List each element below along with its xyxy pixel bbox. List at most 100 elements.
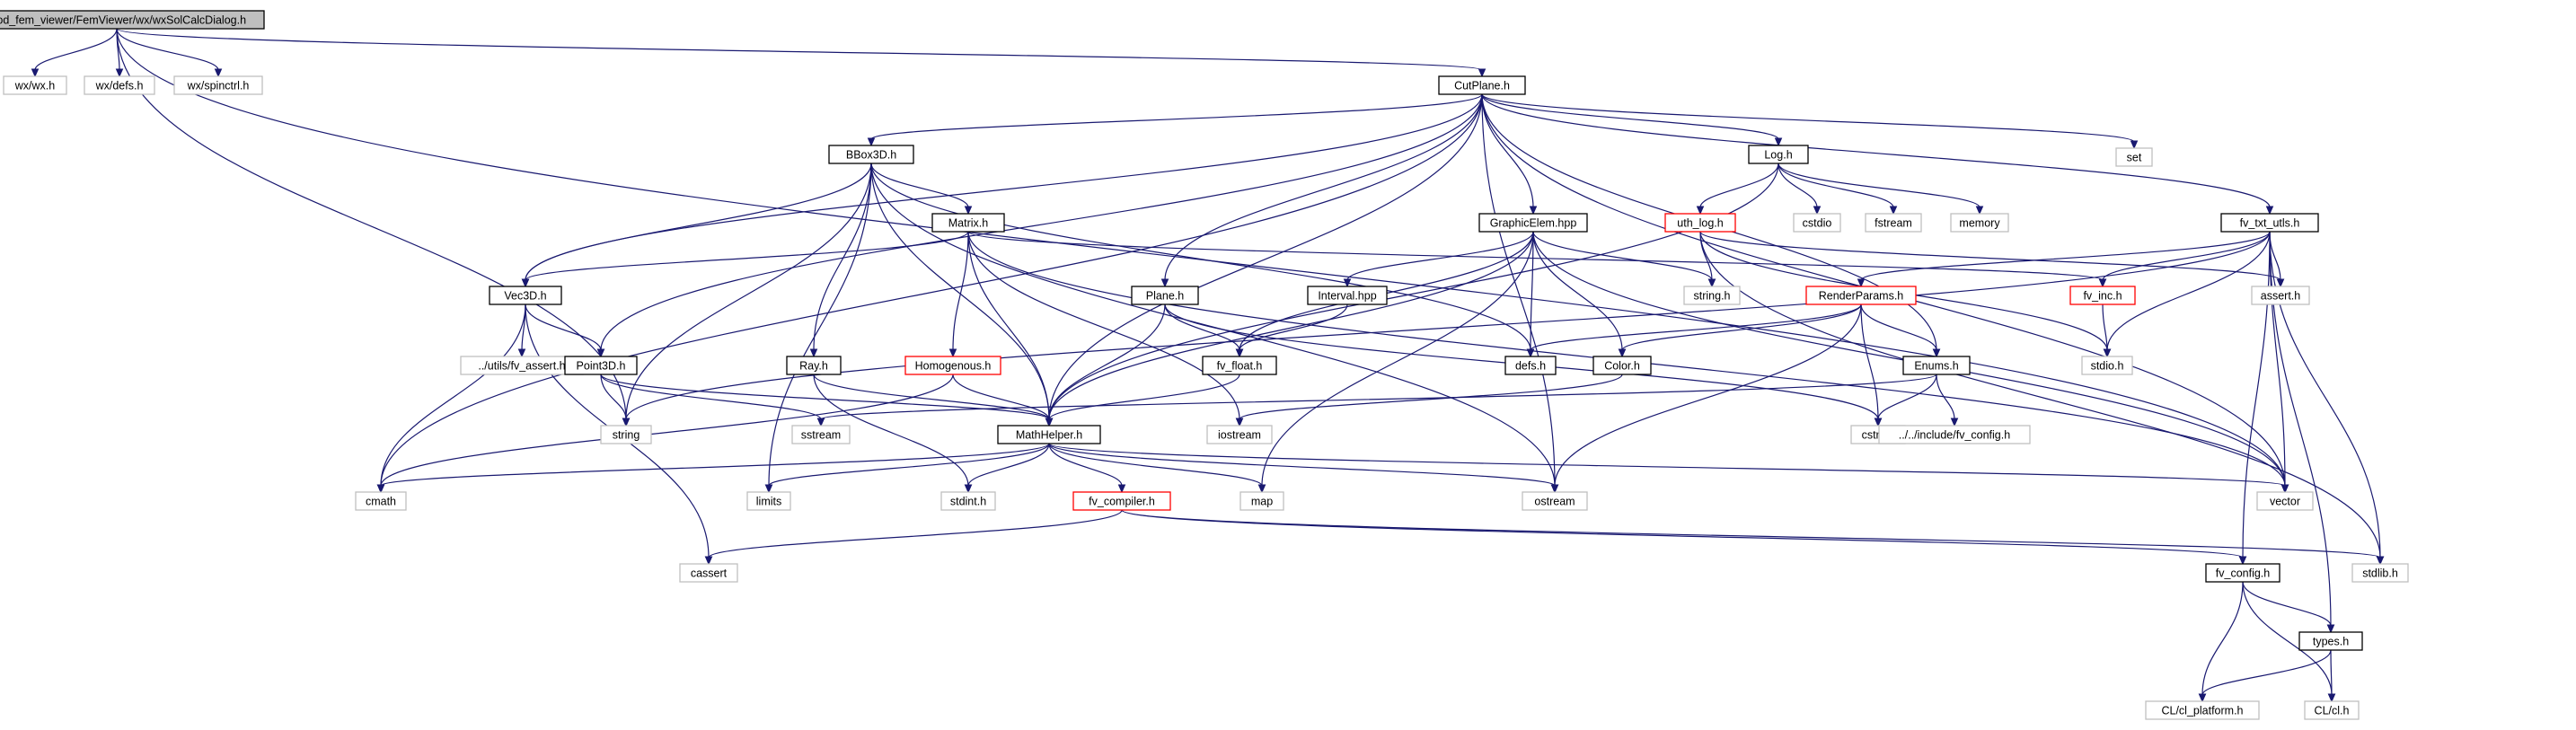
edge-bbox-to-ray bbox=[809, 163, 872, 358]
edge-cutplane-to-log bbox=[1481, 93, 1783, 147]
node-fvconfig[interactable]: fv_config.h bbox=[2205, 563, 2280, 583]
node-label: fv_compiler.h bbox=[1089, 496, 1155, 508]
node-plane[interactable]: Plane.h bbox=[1131, 286, 1199, 305]
node-bbox[interactable]: BBox3D.h bbox=[828, 145, 914, 164]
edge-graphic-to-mathhelper bbox=[1045, 231, 1534, 427]
node-box bbox=[2220, 213, 2319, 233]
node-box bbox=[1793, 213, 1841, 233]
node-label: Point3D.h bbox=[577, 360, 626, 373]
node-vector: vector bbox=[2256, 491, 2314, 511]
node-vec3d[interactable]: Vec3D.h bbox=[489, 286, 562, 305]
edge-render-to-cstring bbox=[1860, 303, 1883, 427]
edge-graphic-to-interval bbox=[1343, 231, 1534, 288]
node-root[interactable]: mod_fem_viewer/FemViewer/wx/wxSolCalcDia… bbox=[0, 10, 265, 30]
node-enums[interactable]: Enums.h bbox=[1902, 356, 1971, 375]
node-box bbox=[2256, 491, 2314, 511]
edge-colorh-to-iostream bbox=[1235, 374, 1623, 427]
node-uthlog[interactable]: uth_log.h bbox=[1664, 213, 1736, 233]
node-log[interactable]: Log.h bbox=[1748, 145, 1809, 164]
node-label: Interval.hpp bbox=[1318, 290, 1376, 303]
edge-fvcompiler-to-fvconfig bbox=[1121, 509, 2247, 566]
edge-render-to-ostream bbox=[1550, 303, 1862, 494]
edge-point3d-to-mathhelper bbox=[600, 374, 1054, 427]
edge-interval-to-fvfloat bbox=[1235, 303, 1348, 358]
node-matrix[interactable]: Matrix.h bbox=[931, 213, 1005, 233]
node-defsh[interactable]: defs.h bbox=[1504, 356, 1557, 375]
edge-enums-to-fvconfigpath bbox=[1936, 374, 1959, 427]
edge-types-to-clh bbox=[2327, 649, 2336, 703]
node-label: cassert bbox=[691, 567, 728, 580]
node-fvfloat[interactable]: fv_float.h bbox=[1202, 356, 1277, 375]
node-label: wx/spinctrl.h bbox=[187, 80, 250, 92]
node-label: fv_txt_utls.h bbox=[2240, 217, 2300, 230]
node-set: set bbox=[2115, 147, 2153, 167]
node-ray[interactable]: Ray.h bbox=[786, 356, 842, 375]
node-label: uth_log.h bbox=[1677, 217, 1723, 230]
edge-bbox-to-defsh bbox=[870, 163, 1535, 358]
node-point3d[interactable]: Point3D.h bbox=[564, 356, 638, 375]
node-fvcompiler[interactable]: fv_compiler.h bbox=[1072, 491, 1171, 511]
edge-cutplane-to-fvtxt bbox=[1481, 93, 2274, 215]
node-label: stdio.h bbox=[2091, 360, 2124, 373]
node-label: string.h bbox=[1694, 290, 1731, 303]
edge-log-to-memory bbox=[1778, 163, 1984, 215]
node-box bbox=[1950, 213, 2009, 233]
edge-cutplane-to-vec3d bbox=[521, 93, 1483, 288]
node-cutplane[interactable]: CutPlane.h bbox=[1438, 75, 1526, 95]
node-types[interactable]: types.h bbox=[2298, 631, 2363, 651]
node-label: Enums.h bbox=[1914, 360, 1958, 373]
node-box bbox=[564, 356, 638, 375]
edge-fvcompiler-to-stdlib bbox=[1121, 509, 2385, 566]
node-box bbox=[489, 286, 562, 305]
edge-matrix-to-fvinc bbox=[967, 231, 2107, 288]
node-label: ostream bbox=[1534, 496, 1575, 508]
node-cstdio: cstdio bbox=[1793, 213, 1841, 233]
node-label: cmath bbox=[366, 496, 396, 508]
node-string: string bbox=[600, 425, 652, 444]
node-box bbox=[1504, 356, 1557, 375]
node-label: sstream bbox=[801, 429, 841, 442]
node-box bbox=[84, 75, 155, 95]
node-fvtxt[interactable]: fv_txt_utls.h bbox=[2220, 213, 2319, 233]
edge-bbox-to-string bbox=[622, 163, 872, 427]
node-label: wx/wx.h bbox=[14, 80, 56, 92]
edge-vec3d-to-cmath bbox=[376, 303, 526, 494]
edge-cutplane-to-ostream bbox=[1481, 93, 1559, 494]
edge-cutplane-to-set bbox=[1481, 93, 2139, 150]
node-box bbox=[2351, 563, 2409, 583]
node-box bbox=[2205, 563, 2280, 583]
node-graphic[interactable]: GraphicElem.hpp bbox=[1478, 213, 1588, 233]
node-label: GraphicElem.hpp bbox=[1490, 217, 1577, 230]
node-label: Plane.h bbox=[1146, 290, 1184, 303]
node-label: fv_float.h bbox=[1217, 360, 1263, 373]
node-box bbox=[2145, 700, 2260, 720]
node-box bbox=[1522, 491, 1588, 511]
edge-matrix-to-vec3d bbox=[521, 231, 969, 288]
node-label: fstream bbox=[1875, 217, 1912, 230]
node-colorh[interactable]: Color.h bbox=[1592, 356, 1652, 375]
node-box bbox=[1438, 75, 1526, 95]
node-box bbox=[904, 356, 1001, 375]
node-label: limits bbox=[756, 496, 781, 508]
node-interval[interactable]: Interval.hpp bbox=[1307, 286, 1388, 305]
node-label: stdlib.h bbox=[2362, 567, 2398, 580]
node-box bbox=[355, 491, 407, 511]
node-label: memory bbox=[1959, 217, 2000, 230]
node-mathhelper[interactable]: MathHelper.h bbox=[997, 425, 1101, 444]
edge-mathhelper-to-limits bbox=[764, 443, 1050, 494]
node-wxspin: wx/spinctrl.h bbox=[173, 75, 263, 95]
node-box bbox=[1478, 213, 1588, 233]
node-label: iostream bbox=[1218, 429, 1261, 442]
edge-vec3d-to-point3d bbox=[525, 303, 605, 358]
node-render[interactable]: RenderParams.h bbox=[1805, 286, 1917, 305]
edge-fvtxt-to-stdlib bbox=[2269, 231, 2385, 566]
node-homog[interactable]: Homogenous.h bbox=[904, 356, 1001, 375]
edge-uthlog-to-asserth bbox=[1699, 231, 2285, 288]
node-label: Color.h bbox=[1604, 360, 1640, 373]
edge-ray-to-mathhelper bbox=[813, 374, 1054, 427]
edge-fvinc-to-stdioh bbox=[2102, 303, 2112, 358]
node-box bbox=[1592, 356, 1652, 375]
node-fvinc[interactable]: fv_inc.h bbox=[2069, 286, 2136, 305]
node-box bbox=[1307, 286, 1388, 305]
edge-vec3d-to-fvassert bbox=[517, 303, 526, 358]
